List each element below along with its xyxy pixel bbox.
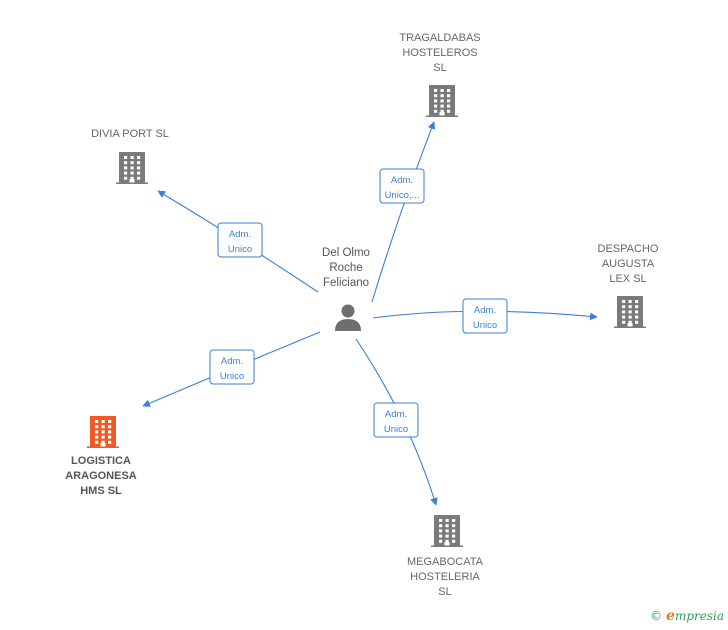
- building-icon[interactable]: [431, 515, 463, 547]
- role-label: Adm. Unico: [220, 356, 244, 382]
- role-label-line: Adm.: [221, 356, 243, 367]
- role-label-line: Adm.: [385, 409, 407, 420]
- person-name-line: Roche: [329, 262, 362, 274]
- company-name-despacho-line: LEX SL: [609, 273, 646, 285]
- role-label-line: Unico,...: [385, 190, 420, 201]
- role-label: Adm. Unico,...: [385, 175, 420, 201]
- person-icon[interactable]: [335, 304, 361, 332]
- role-label-line: Unico: [384, 424, 408, 435]
- company-name-megabocata-line: SL: [438, 586, 451, 598]
- role-label-line: Unico: [220, 371, 244, 382]
- building-icon[interactable]: [116, 152, 148, 184]
- role-badge-divia[interactable]: Adm. Unico: [217, 222, 263, 258]
- building-icon[interactable]: [426, 85, 458, 117]
- role-label-line: Adm.: [391, 175, 413, 186]
- edge-tragaldabas: [371, 121, 436, 303]
- role-badge-box: [373, 402, 419, 438]
- company-name-megabocata-line: HOSTELERIA: [410, 571, 480, 583]
- role-label: Adm. Unico: [228, 229, 252, 255]
- role-badge-box: [462, 298, 508, 334]
- role-label: Adm. Unico: [384, 409, 408, 435]
- person-name-line: Del Olmo: [322, 247, 370, 259]
- role-badge-box: [217, 222, 263, 258]
- company-name-divia: DIVIA PORT SL: [91, 128, 169, 140]
- company-name-logistica: LOGISTICA ARAGONESA HMS SL: [65, 455, 137, 497]
- company-name-tragaldabas: TRAGALDABAS HOSTELEROS SL: [399, 32, 480, 74]
- copyright-symbol: ©: [650, 609, 663, 623]
- role-label-line: Unico: [473, 320, 497, 331]
- company-name-logistica-line: HMS SL: [80, 485, 122, 497]
- role-badge-logistica[interactable]: Adm. Unico: [209, 349, 255, 385]
- role-label-line: Unico: [228, 244, 252, 255]
- person-name-line: Feliciano: [323, 277, 369, 289]
- role-label: Adm. Unico: [473, 305, 497, 331]
- building-icon[interactable]: [614, 296, 646, 328]
- company-name-logistica-line: ARAGONESA: [65, 470, 137, 482]
- company-name-megabocata: MEGABOCATA HOSTELERIA SL: [407, 556, 484, 598]
- company-name-tragaldabas-line: TRAGALDABAS: [399, 32, 480, 44]
- role-badge-box: [379, 168, 425, 204]
- company-name-despacho-line: AUGUSTA: [602, 258, 655, 270]
- company-name-logistica-line: LOGISTICA: [71, 455, 131, 467]
- company-name-despacho-line: DESPACHO: [598, 243, 659, 255]
- role-label-line: Adm.: [229, 229, 251, 240]
- brand-logo-initial: e: [666, 608, 675, 624]
- role-badge-despacho[interactable]: Adm. Unico: [462, 298, 508, 334]
- company-name-tragaldabas-line: SL: [433, 62, 446, 74]
- role-badge-tragaldabas[interactable]: Adm. Unico,...: [379, 168, 425, 204]
- brand-footer: ©empresia: [650, 608, 724, 624]
- building-icon[interactable]: [87, 416, 119, 448]
- company-name-divia-line: DIVIA PORT SL: [91, 128, 169, 140]
- role-label-line: Adm.: [474, 305, 496, 316]
- company-name-tragaldabas-line: HOSTELEROS: [402, 47, 477, 59]
- company-name-despacho: DESPACHO AUGUSTA LEX SL: [598, 243, 659, 285]
- role-badge-megabocata[interactable]: Adm. Unico: [373, 402, 419, 438]
- role-badge-box: [209, 349, 255, 385]
- brand-logo-text: mpresia: [674, 609, 724, 623]
- company-name-megabocata-line: MEGABOCATA: [407, 556, 484, 568]
